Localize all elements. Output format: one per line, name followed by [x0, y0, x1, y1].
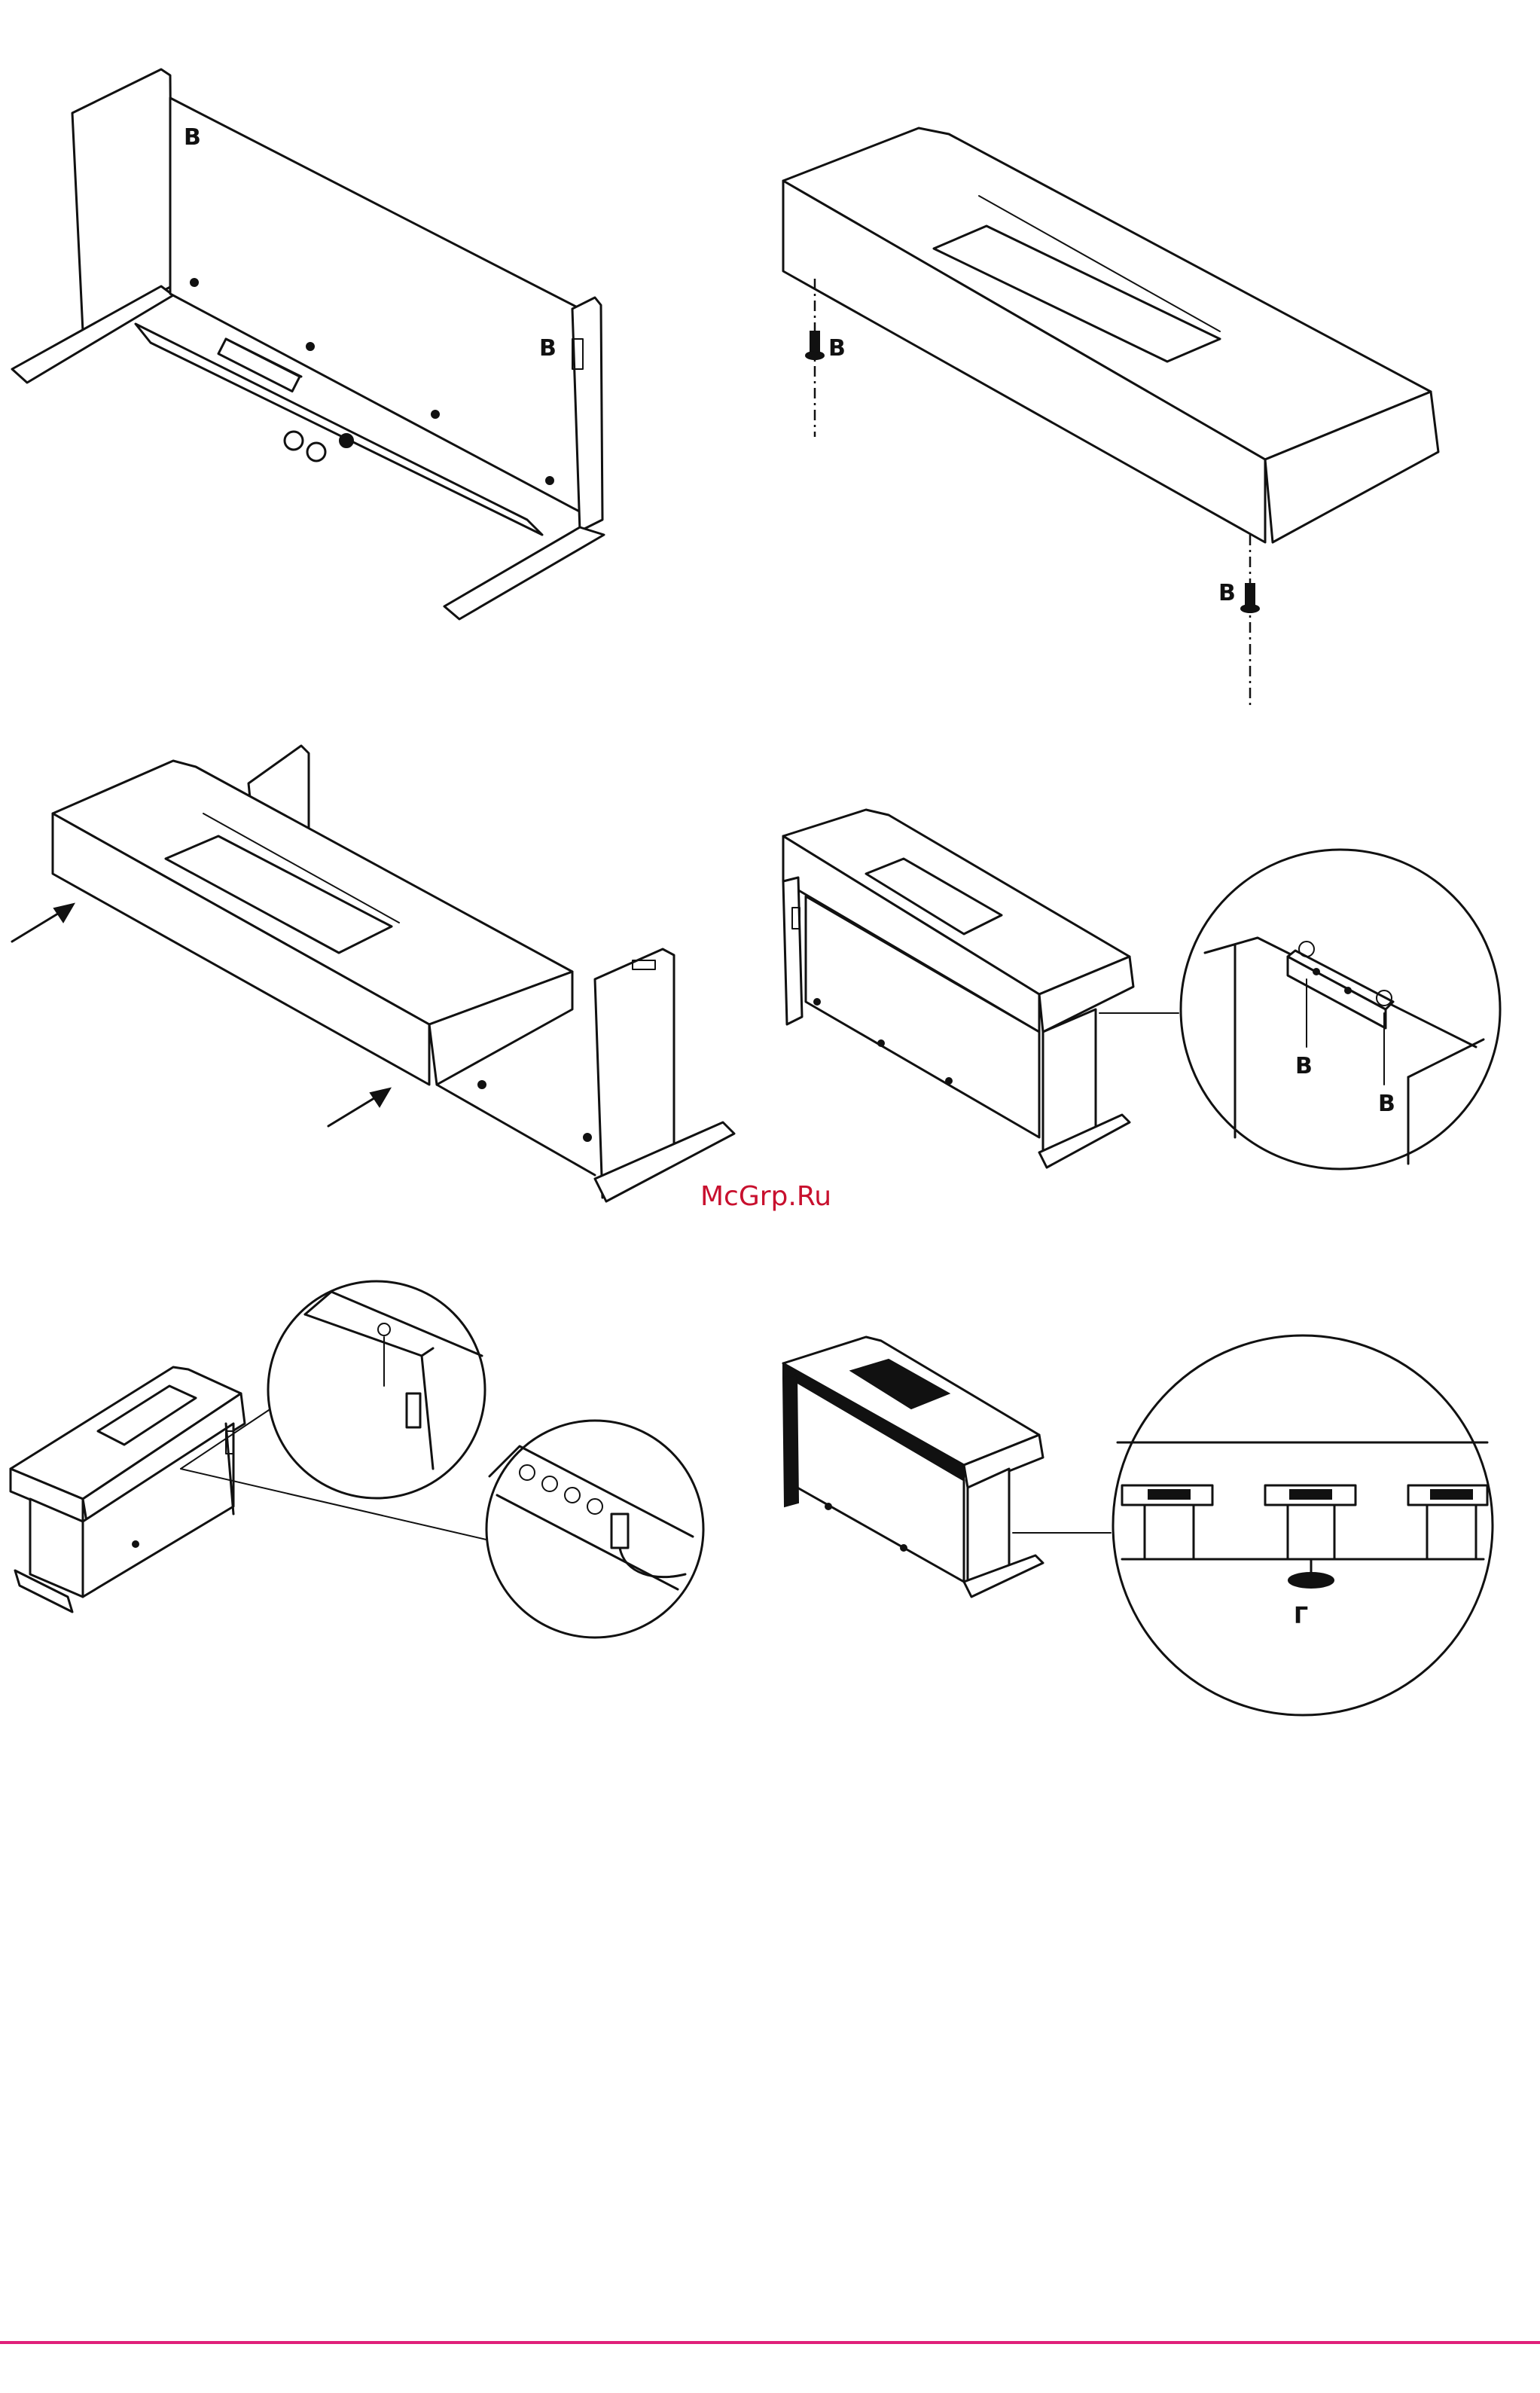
step1-stand-back-panel: B B [12, 69, 604, 619]
step5-cable-connection [11, 1281, 703, 1638]
screw-label-b: B [1218, 580, 1236, 606]
adjuster-label-g: Г [1294, 1603, 1308, 1629]
screw-label-b: B [184, 124, 201, 151]
push-arrow-icon [328, 1088, 390, 1126]
step6-pedal-adjuster: Г [783, 1335, 1493, 1715]
watermark: McGrp.Ru [700, 1181, 831, 1212]
screw-label-b: B [1295, 1053, 1313, 1079]
step2-cabinet-screws: B B [783, 128, 1438, 708]
screw-icon [806, 331, 824, 359]
screw-label-b: B [539, 335, 557, 362]
step4-bracket-detail: B B [783, 810, 1500, 1169]
screw-label-b: B [1378, 1091, 1395, 1117]
push-arrow-icon [12, 904, 74, 942]
screw-icon [1241, 584, 1259, 612]
screw-label-b: B [828, 335, 846, 362]
step3-slide-cabinet [12, 746, 734, 1201]
